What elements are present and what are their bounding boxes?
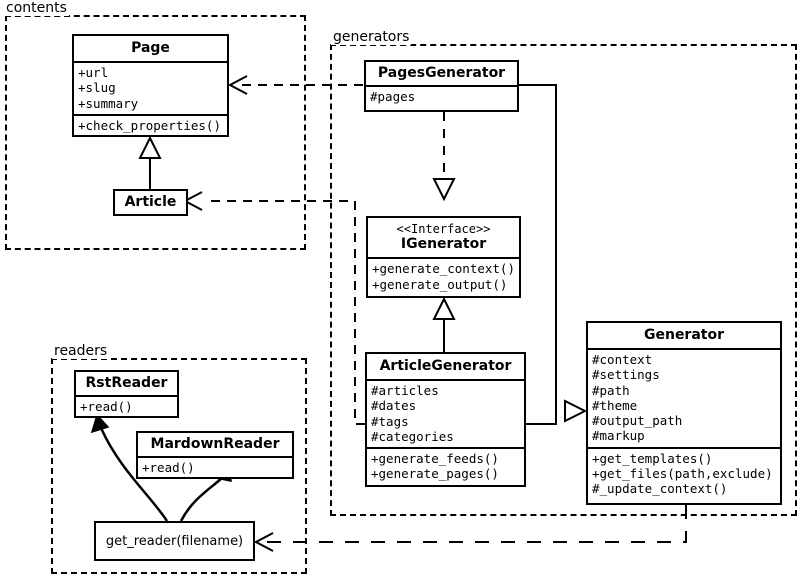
attribute-row: #settings [592, 367, 660, 383]
class-generator-methods: +get_templates() +get_files(path,exclude… [588, 446, 780, 500]
realization-pagesgenerator-to-igenerator [432, 112, 456, 202]
function-get-reader[interactable]: get_reader(filename) [94, 521, 255, 561]
dependency-pagesgenerator-to-page [227, 75, 363, 95]
class-article-generator-attributes: #articles #dates #tags #categories [367, 379, 524, 447]
class-article[interactable]: Article [113, 189, 188, 216]
method-row: #_update_context() [592, 481, 728, 497]
class-rst-reader[interactable]: RstReader +read() [74, 370, 179, 418]
method-row: +read() [80, 399, 133, 415]
class-generator[interactable]: Generator #context #settings #path #them… [586, 321, 782, 505]
method-row: +generate_context() [372, 261, 515, 277]
class-igenerator-stereotype: <<Interface>> [396, 222, 491, 236]
attribute-row: #path [592, 382, 630, 398]
method-row: +read() [142, 460, 195, 476]
class-mardown-reader-name: MardownReader [150, 436, 280, 452]
class-rst-reader-name: RstReader [85, 375, 168, 391]
method-row: +get_files(path,exclude) [592, 465, 773, 481]
package-contents [5, 15, 306, 250]
method-row: +generate_feeds() [371, 451, 499, 467]
package-generators-label: generators [331, 29, 412, 45]
class-mardown-reader[interactable]: MardownReader +read() [136, 431, 294, 479]
method-row: +check_properties() [78, 117, 221, 133]
attribute-row: +url [78, 65, 109, 81]
dependency-generator-to-getreader [253, 505, 687, 552]
class-article-name: Article [124, 194, 177, 211]
package-readers [51, 358, 307, 574]
class-generator-attributes: #context #settings #path #theme #output_… [588, 348, 780, 447]
class-pages-generator[interactable]: PagesGenerator #pages [364, 60, 519, 112]
class-pages-generator-name: PagesGenerator [377, 65, 506, 81]
class-mardown-reader-methods: +read() [138, 456, 292, 478]
class-rst-reader-methods: +read() [76, 395, 177, 417]
class-generator-name: Generator [643, 327, 724, 343]
attribute-row: #dates [371, 398, 417, 414]
class-page[interactable]: Page +url +slug +summary +check_properti… [72, 34, 229, 137]
class-igenerator[interactable]: <<Interface>> IGenerator +generate_conte… [366, 216, 521, 298]
class-pages-generator-attributes: #pages [366, 85, 517, 107]
attribute-row: #context [592, 352, 653, 368]
package-generators [330, 44, 797, 516]
class-article-generator-methods: +generate_feeds() +generate_pages() [367, 447, 524, 485]
method-row: +generate_pages() [371, 466, 499, 482]
attribute-row: +summary [78, 95, 139, 111]
attribute-row: #theme [592, 397, 638, 413]
class-article-generator[interactable]: ArticleGenerator #articles #dates #tags … [365, 352, 526, 487]
package-contents-label: contents [4, 0, 69, 16]
method-row: +generate_output() [372, 276, 508, 292]
class-igenerator-name: IGenerator [400, 236, 487, 253]
attribute-row: #categories [371, 428, 454, 444]
generalization-articlegenerator-to-igenerator [432, 296, 456, 352]
class-article-generator-name: ArticleGenerator [379, 358, 512, 374]
class-page-name: Page [131, 40, 170, 56]
generalization-article-to-page [138, 135, 162, 190]
attribute-row: #tags [371, 413, 409, 429]
attribute-row: #output_path [592, 413, 683, 429]
attribute-row: #articles [371, 383, 439, 399]
function-get-reader-label: get_reader(filename) [105, 533, 244, 549]
attribute-row: #markup [592, 428, 645, 444]
class-page-methods: +check_properties() [74, 113, 227, 136]
attribute-row: +slug [78, 80, 116, 96]
method-row: +get_templates() [592, 450, 713, 466]
attribute-row: #pages [370, 89, 416, 105]
generalization-generators-to-generator [519, 84, 588, 425]
class-igenerator-methods: +generate_context() +generate_output() [368, 257, 519, 295]
class-igenerator-name-block: <<Interface>> IGenerator [368, 218, 519, 257]
class-page-attributes: +url +slug +summary [74, 61, 227, 114]
package-readers-label: readers [52, 343, 110, 359]
call-getreader-to-rstreader [90, 413, 169, 522]
